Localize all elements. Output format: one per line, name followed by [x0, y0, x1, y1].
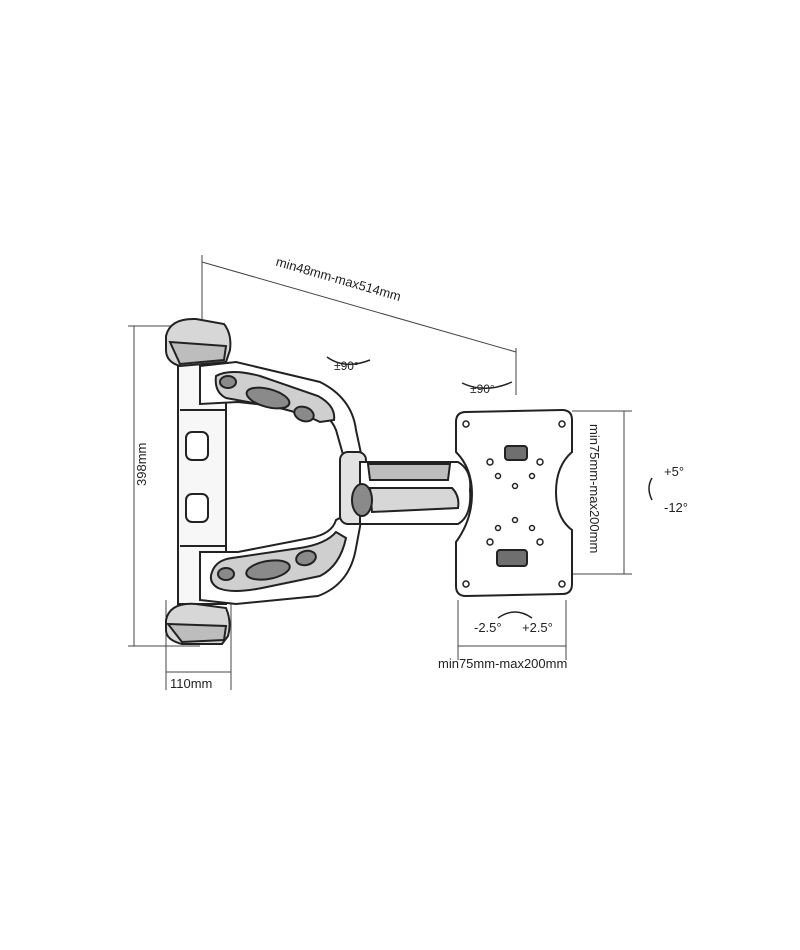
rotation-arrows: [326, 356, 653, 619]
plate-swivel-angle: ±90°: [470, 382, 495, 396]
upper-arm: [199, 360, 364, 459]
vesa-plate: [455, 408, 573, 598]
tilt-down-angle: -12°: [664, 500, 688, 515]
vesa-vertical-label: min75mm-max200mm: [587, 424, 602, 553]
arm-swivel-angle: ±90°: [334, 359, 359, 373]
arm-extension-label: min48mm-max514mm: [274, 254, 402, 304]
pivot-arm: [339, 451, 472, 525]
height-label: 398mm: [134, 443, 149, 486]
rotate-left-angle: -2.5°: [474, 620, 502, 635]
wall-plate-depth-label: 110mm: [170, 676, 212, 691]
dimension-lines: [128, 255, 632, 690]
wall-plate: [165, 317, 232, 645]
lower-arm: [199, 515, 364, 606]
vesa-horizontal-label: min75mm-max200mm: [438, 656, 567, 671]
rotate-right-angle: +2.5°: [522, 620, 553, 635]
tilt-up-angle: +5°: [664, 464, 684, 479]
